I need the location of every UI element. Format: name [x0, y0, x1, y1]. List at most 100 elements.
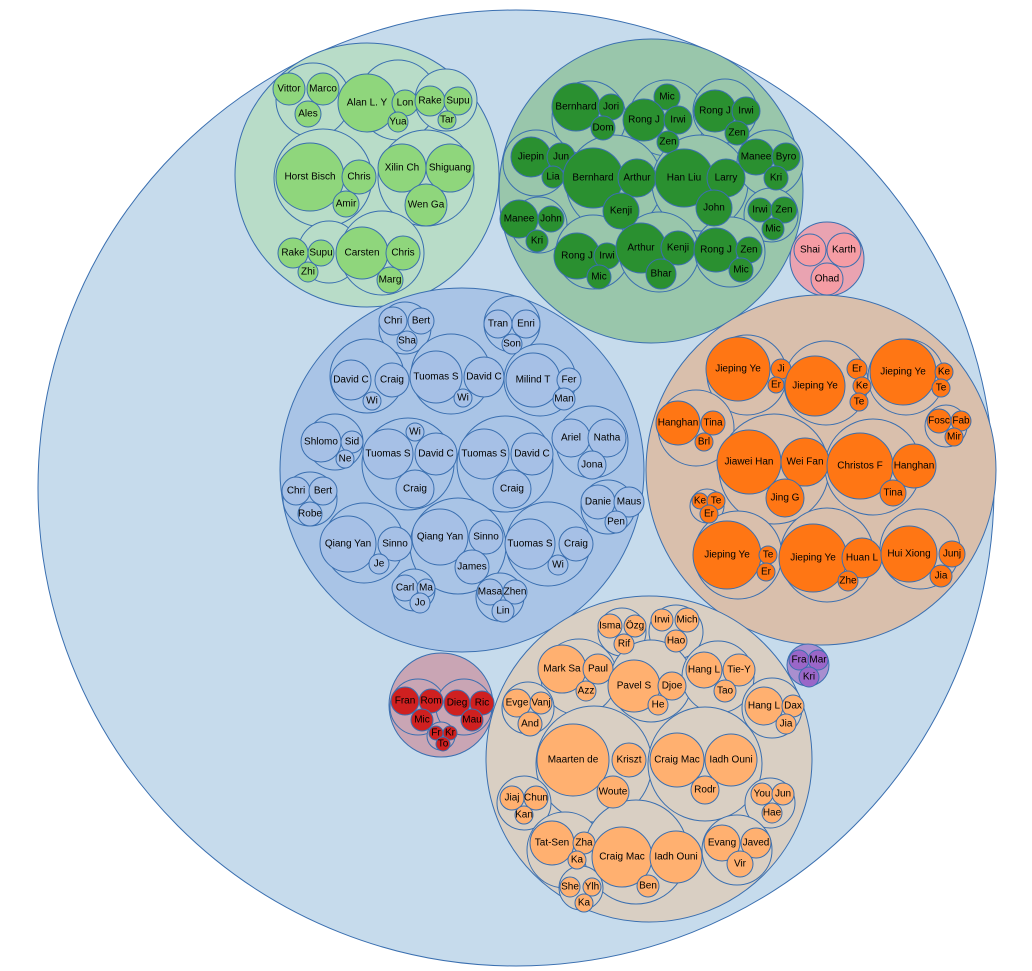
leaf-lo-14: [713, 679, 737, 703]
leaf-dg-2: [590, 115, 616, 141]
leaf-or-15: [944, 427, 964, 447]
leaf-or-7: [869, 338, 937, 406]
leaf-rd-8: [435, 736, 451, 752]
leaf-or-12: [694, 432, 714, 452]
leaf-or-18: [765, 478, 805, 518]
leaf-bl-45: [409, 592, 431, 614]
leaf-lo-23: [596, 775, 630, 809]
leaf-bl-2: [396, 330, 418, 352]
leaf-lg-11: [332, 190, 360, 218]
leaf-dg-3: [653, 83, 681, 111]
leaf-lo-40: [740, 827, 772, 859]
leaf-dg-30: [586, 264, 612, 290]
leaf-bl-26: [587, 418, 627, 458]
leaf-bl-18: [405, 422, 425, 442]
leaf-lo-35: [567, 850, 587, 870]
leaf-dg-33: [645, 258, 677, 290]
leaf-lo-16: [529, 691, 553, 715]
leaf-bl-38: [468, 519, 504, 555]
leaf-bl-35: [377, 526, 413, 562]
leaf-bl-7: [374, 362, 410, 398]
leaf-dg-25: [747, 197, 773, 223]
leaf-lg-1: [306, 72, 340, 106]
leaf-lg-16: [307, 239, 335, 267]
leaf-rd-7: [442, 725, 458, 741]
leaf-or-26: [758, 545, 778, 565]
leaf-lg-10: [341, 159, 377, 195]
leaf-lo-22: [611, 742, 647, 778]
leaf-dg-21: [763, 165, 789, 191]
leaf-lo-39: [703, 824, 741, 862]
leaf-bl-34: [319, 515, 377, 573]
leaf-bl-23: [510, 432, 554, 476]
leaf-lo-21: [536, 723, 610, 797]
leaf-dg-9: [724, 120, 750, 146]
leaf-bl-25: [551, 418, 591, 458]
leaf-or-9: [931, 378, 951, 398]
leaf-bl-0: [378, 306, 408, 336]
leaf-bl-1: [407, 307, 435, 335]
leaf-dg-5: [663, 105, 693, 135]
leaf-or-27: [756, 562, 776, 582]
leaf-lg-20: [376, 266, 404, 294]
leaf-lo-7: [582, 653, 614, 685]
leaf-lo-24: [649, 732, 705, 788]
leaf-bl-36: [368, 553, 390, 575]
leaf-lg-13: [425, 143, 475, 193]
leaf-lo-43: [582, 877, 602, 897]
leaf-dg-24: [525, 229, 549, 253]
leaf-bl-20: [414, 432, 458, 476]
leaf-bl-14: [552, 387, 576, 411]
leaf-lo-12: [685, 651, 723, 689]
leaf-or-21: [879, 479, 907, 507]
leaf-lo-10: [657, 671, 687, 701]
leaf-lo-5: [664, 629, 688, 653]
leaf-bl-33: [604, 510, 628, 534]
leaf-pu-1: [807, 649, 829, 671]
leaf-or-2: [767, 376, 785, 394]
leaf-bl-42: [547, 554, 569, 576]
leaf-bl-40: [504, 518, 556, 570]
leaf-lg-0: [272, 72, 306, 106]
leaf-or-31: [880, 525, 938, 583]
leaf-bl-48: [491, 599, 515, 623]
leaf-bl-32: [613, 486, 645, 518]
leaf-bl-12: [505, 352, 561, 408]
leaf-lo-0: [597, 613, 623, 639]
leaf-bl-37: [411, 508, 469, 566]
leaf-lo-26: [690, 775, 720, 805]
leaf-lo-29: [514, 805, 534, 825]
leaf-lo-38: [636, 874, 660, 898]
leaf-or-32: [938, 540, 966, 568]
leaf-dg-26: [770, 196, 798, 224]
leaf-bl-9: [409, 350, 463, 404]
leaf-or-13: [926, 408, 952, 434]
leaf-bl-24: [492, 469, 532, 509]
leaf-lg-5: [387, 111, 409, 133]
leaf-dg-36: [728, 257, 754, 283]
leaf-lg-6: [414, 85, 446, 117]
leaf-bl-8: [362, 391, 382, 411]
leaf-lo-11: [647, 694, 669, 716]
leaf-rd-0: [390, 686, 420, 716]
leaf-or-5: [852, 376, 872, 396]
leaf-bl-15: [300, 421, 342, 463]
leaf-lg-8: [437, 110, 457, 130]
leaf-lg-17: [297, 261, 319, 283]
leaf-bl-29: [308, 476, 338, 506]
leaf-or-33: [929, 564, 953, 588]
leaf-lo-41: [726, 850, 754, 878]
leaf-or-10: [655, 400, 701, 446]
leaf-rd-2: [410, 708, 434, 732]
leaf-lo-4: [674, 607, 700, 633]
leaf-lo-20: [775, 713, 797, 735]
leaf-lg-3: [337, 73, 397, 133]
leaf-dg-27: [761, 217, 785, 241]
leaf-lo-30: [750, 782, 774, 806]
leaf-dg-6: [656, 130, 680, 154]
leaf-lo-17: [517, 711, 543, 737]
leaf-bl-41: [558, 526, 594, 562]
leaf-or-28: [778, 523, 848, 593]
leaf-or-0: [705, 336, 771, 402]
